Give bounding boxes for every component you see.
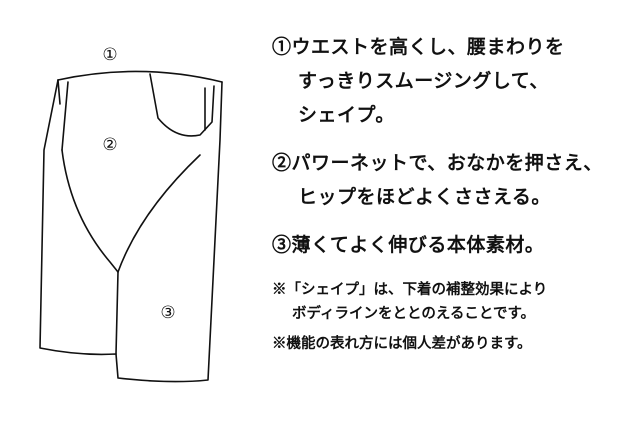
- note-1-line-2: ボディラインをととのえることです。: [292, 305, 536, 322]
- feature-2-line-2: ヒップをほどよくささえる。: [298, 186, 551, 208]
- feature-1: ①ウエストを高くし、腰まわりを すっきりスムージングして、 シェイプ。: [272, 30, 632, 132]
- waist-curve: [149, 73, 215, 137]
- garment-diagram: ① ② ③: [39, 45, 223, 383]
- feature-1-line-3: シェイプ。: [298, 104, 395, 126]
- waistband-left-seam: [57, 79, 61, 105]
- note-1-line-1: ※「シェイプ」は、下着の補整効果により: [272, 281, 548, 298]
- left-panel-line: [61, 81, 69, 151]
- waistband-top-edge: [57, 70, 223, 83]
- label-2: ②: [102, 135, 117, 155]
- inner-leg-line: [115, 271, 119, 355]
- garment-outline: [39, 79, 223, 383]
- feature-3: ③薄くてよく伸びる本体素材。: [272, 228, 632, 262]
- note-2: ※機能の表れ方には個人差があります。: [272, 332, 632, 356]
- feature-2-line-1: ②パワーネットで、おなかを押さえ、: [272, 152, 603, 174]
- feature-1-line-2: すっきりスムージングして、: [298, 70, 549, 92]
- front-panel-left-curve: [61, 149, 119, 273]
- note-1: ※「シェイプ」は、下着の補整効果により ボディラインをととのえることです。: [272, 278, 632, 326]
- description-block: ①ウエストを高くし、腰まわりを すっきりスムージングして、 シェイプ。 ②パワー…: [272, 30, 632, 356]
- label-3: ③: [160, 303, 175, 323]
- front-panel-right-curve: [117, 154, 201, 273]
- feature-3-line-1: ③薄くてよく伸びる本体素材。: [272, 234, 545, 256]
- label-1: ①: [102, 45, 117, 65]
- notes: ※「シェイプ」は、下着の補整効果により ボディラインをととのえることです。 ※機…: [272, 278, 632, 356]
- feature-2: ②パワーネットで、おなかを押さえ、 ヒップをほどよくささえる。: [272, 146, 632, 214]
- feature-1-line-1: ①ウエストを高くし、腰まわりを: [272, 36, 565, 58]
- note-2-line-1: ※機能の表れ方には個人差があります。: [272, 335, 532, 352]
